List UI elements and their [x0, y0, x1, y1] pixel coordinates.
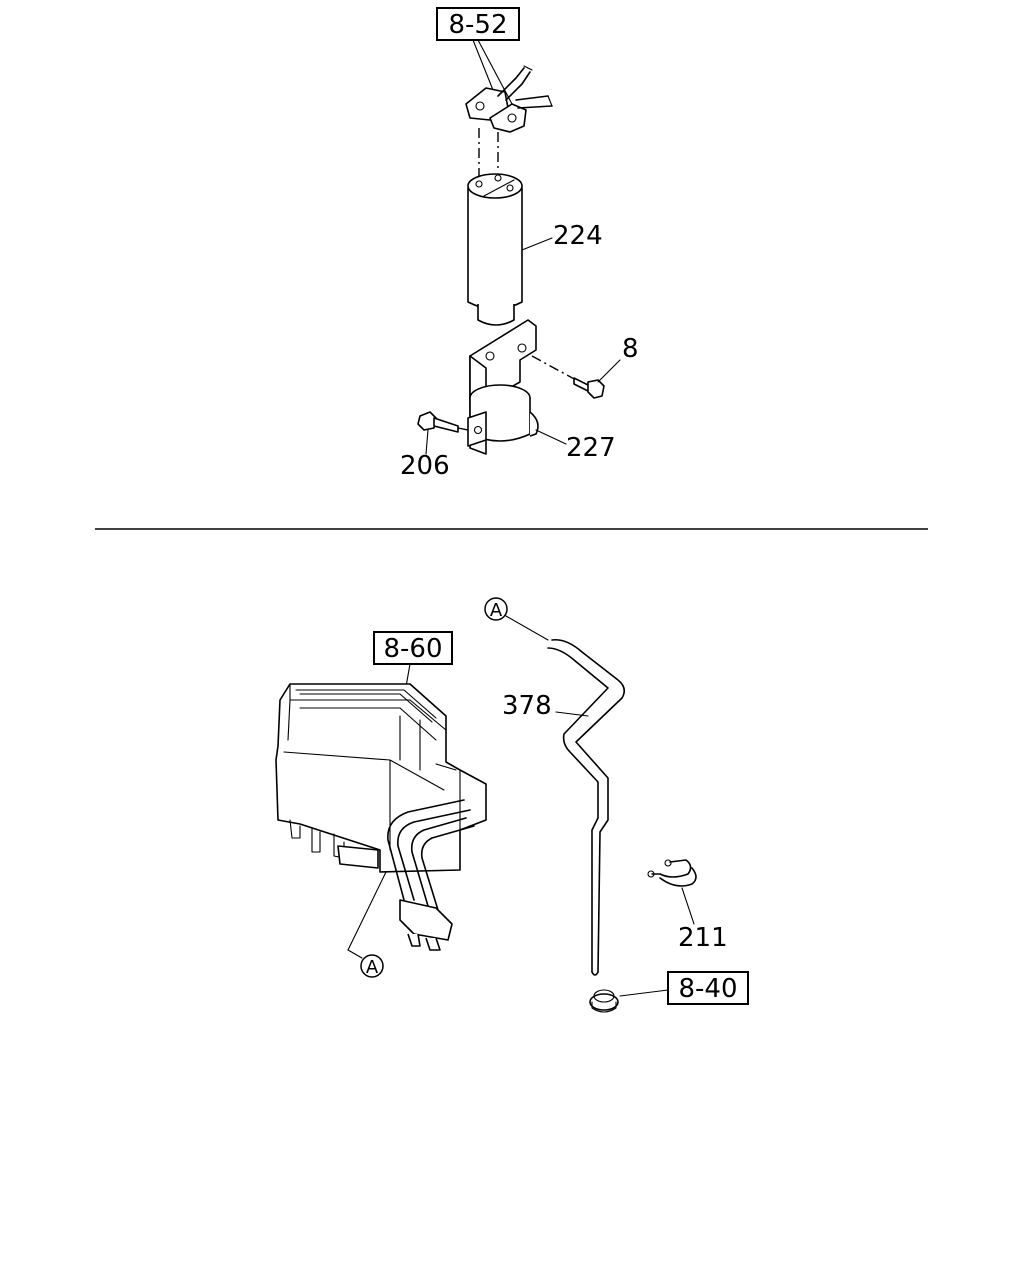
leader-206 — [425, 429, 429, 455]
receiver-bracket[interactable] — [467, 319, 539, 455]
bolt-206[interactable] — [417, 411, 469, 433]
ref-label-8-40: 8-40 — [678, 974, 737, 1004]
pipe-fitting[interactable] — [465, 65, 553, 133]
leader-378 — [555, 711, 589, 717]
marker-a-bottom-label: A — [366, 957, 379, 978]
clip-211[interactable] — [647, 859, 697, 887]
leader-8-40 — [619, 989, 669, 997]
leader-a-top — [505, 615, 549, 641]
receiver-drier[interactable] — [467, 173, 523, 326]
leader-8-52 — [472, 39, 513, 105]
grommet[interactable] — [589, 989, 619, 1013]
heater-unit[interactable] — [275, 683, 487, 873]
part-label-211[interactable]: 211 — [678, 923, 728, 953]
marker-a-top-label: A — [490, 600, 503, 621]
evaporator-pipes[interactable] — [387, 799, 475, 951]
leader-227 — [535, 429, 567, 445]
leader-a-bottom-2 — [347, 949, 363, 959]
leader-224 — [521, 237, 553, 251]
ref-box-8-60[interactable]: 8-60 — [373, 631, 453, 665]
alignment-lines-top — [478, 128, 499, 182]
part-label-378[interactable]: 378 — [502, 691, 552, 721]
drain-hose[interactable] — [547, 638, 626, 976]
bolt-8[interactable] — [531, 355, 605, 399]
marker-a-top[interactable]: A — [484, 597, 508, 621]
ref-box-8-52[interactable]: 8-52 — [436, 7, 520, 41]
marker-a-bottom[interactable]: A — [360, 954, 384, 978]
part-label-224[interactable]: 224 — [553, 221, 603, 251]
ref-box-8-40[interactable]: 8-40 — [667, 971, 749, 1005]
leader-a-bottom — [347, 871, 387, 951]
leader-8 — [597, 359, 621, 383]
leader-211 — [681, 887, 695, 925]
ref-label-8-52: 8-52 — [448, 10, 507, 40]
part-label-8[interactable]: 8 — [622, 334, 639, 364]
part-label-227[interactable]: 227 — [566, 433, 616, 463]
part-label-206[interactable]: 206 — [400, 451, 450, 481]
ref-label-8-60: 8-60 — [383, 634, 442, 664]
